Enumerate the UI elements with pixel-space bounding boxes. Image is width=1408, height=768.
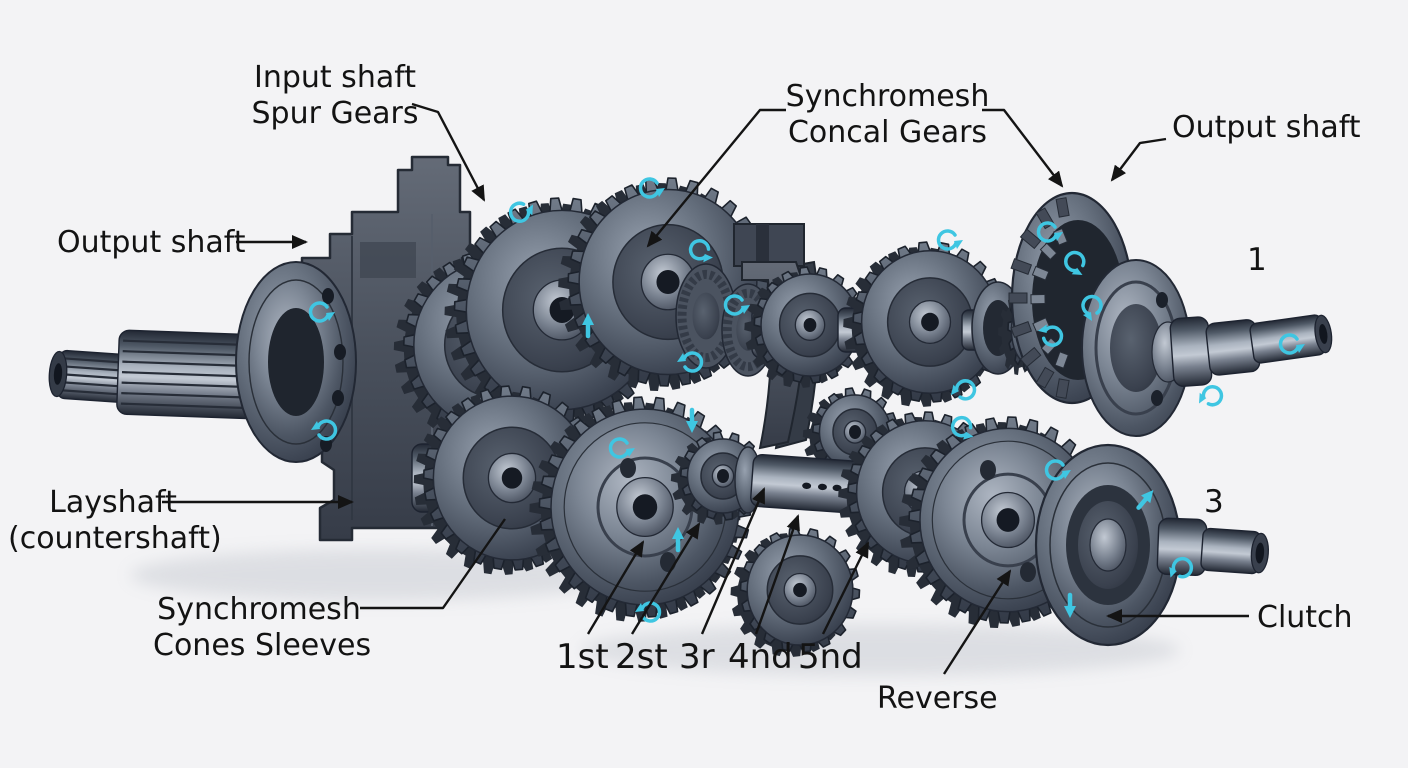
leader-line: [700, 487, 766, 635]
rotation-arrow-icon: [1278, 333, 1305, 355]
leader-line: [646, 108, 786, 248]
gear: [529, 396, 752, 622]
label-clutch: Clutch: [1257, 600, 1353, 635]
cyan-rotation-arrows: [308, 177, 1305, 623]
marker-number-1: 1: [1247, 242, 1267, 278]
rotation-arrow-icon: [1044, 459, 1071, 481]
leader-line: [360, 518, 506, 610]
marker-number-3: 3: [1204, 484, 1224, 520]
label-gear-4nd: 4nd: [728, 637, 793, 677]
rotation-arrow-icon: [1169, 556, 1194, 579]
rotation-arrow-icon: [608, 437, 635, 459]
direction-arrow-icon: [582, 313, 594, 339]
label-input-shaft-spur-gears: Input shaft Spur Gears: [225, 60, 445, 132]
rotation-arrow-icon: [508, 201, 533, 223]
rotation-arrow-icon: [950, 379, 977, 401]
rotation-arrow-icon: [638, 177, 665, 199]
leader-line: [821, 541, 870, 635]
shaft-segment: [116, 329, 260, 420]
rotation-arrow-icon: [635, 601, 662, 623]
bearing-flange: [235, 261, 357, 463]
leader-line: [411, 102, 486, 202]
direction-arrow-icon: [672, 527, 684, 553]
label-gear-3r: 3r: [679, 637, 715, 677]
clutch-drum-top: [1008, 191, 1191, 437]
shaft-segment: [1249, 314, 1333, 364]
label-gear-2st: 2st: [615, 637, 668, 677]
rotation-arrow-icon: [723, 294, 750, 316]
leader-line: [754, 514, 800, 635]
leader-lines: [162, 102, 1249, 675]
shaft-segment: [1169, 316, 1213, 387]
label-line: (countershaft): [8, 521, 222, 556]
label-gear-5nd: 5nd: [798, 637, 863, 677]
gear: [843, 241, 1008, 407]
label-line: Concal Gears: [787, 115, 988, 150]
rotation-arrow-icon: [1037, 324, 1064, 347]
direction-arrow-icon: [1064, 592, 1076, 618]
label-line: Input shaft: [253, 60, 417, 95]
label-line: Synchromesh: [785, 79, 990, 114]
rotation-arrow-icon: [688, 239, 713, 263]
rotation-arrow-icon: [950, 415, 974, 440]
leader-line: [586, 540, 645, 635]
label-synchromesh-concal-gears: Synchromesh Concal Gears: [765, 79, 1010, 151]
rotation-arrow-icon: [1036, 221, 1063, 243]
label-line: Synchromesh: [157, 592, 361, 627]
label-reverse: Reverse: [877, 681, 998, 716]
rotation-arrow-icon: [311, 419, 338, 441]
shaft-segment: [1200, 527, 1270, 575]
rotation-arrow-icon: [1199, 385, 1224, 407]
rotation-arrow-icon: [936, 229, 963, 251]
label-output-shaft-right: Output shaft: [1172, 110, 1361, 145]
rotation-arrow-icon: [308, 301, 335, 323]
label-layshaft-countershaft: Layshaft (countershaft): [8, 485, 222, 557]
shaft-segment: [48, 349, 130, 403]
label-synchromesh-cones-sleeves: Synchromesh Cones Sleeves: [153, 592, 372, 664]
rotation-arrow-icon: [1064, 250, 1086, 275]
label-gear-1st: 1st: [556, 637, 609, 677]
shaft-segment: [1156, 517, 1208, 577]
direction-arrow-icon: [1136, 490, 1154, 510]
rotation-arrow-icon: [1081, 294, 1103, 321]
label-output-shaft-left: Output shaft: [57, 225, 246, 260]
leader-line: [982, 108, 1064, 188]
rotation-arrow-icon: [677, 351, 704, 373]
label-line: Spur Gears: [251, 96, 419, 131]
leader-line: [630, 522, 701, 635]
label-line: Layshaft: [49, 485, 177, 520]
leader-line: [942, 569, 1012, 675]
gear: [744, 266, 867, 388]
leader-line: [1110, 137, 1167, 182]
direction-arrow-icon: [686, 407, 698, 433]
label-line: Cones Sleeves: [153, 628, 372, 663]
